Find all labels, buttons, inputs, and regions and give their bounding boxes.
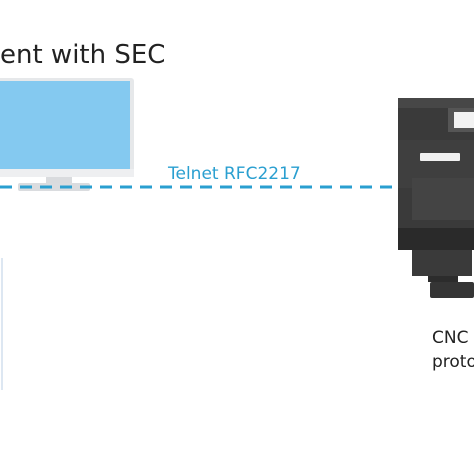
device-label: CNC proto bbox=[432, 326, 474, 374]
cnc-machine-icon bbox=[398, 98, 474, 298]
device-label-line2: proto bbox=[432, 352, 474, 372]
monitor-icon bbox=[0, 78, 134, 191]
page-title: ent with SEC bbox=[0, 40, 166, 70]
connection-label: Telnet RFC2217 bbox=[168, 164, 301, 184]
device-label-line1: CNC bbox=[432, 328, 469, 348]
